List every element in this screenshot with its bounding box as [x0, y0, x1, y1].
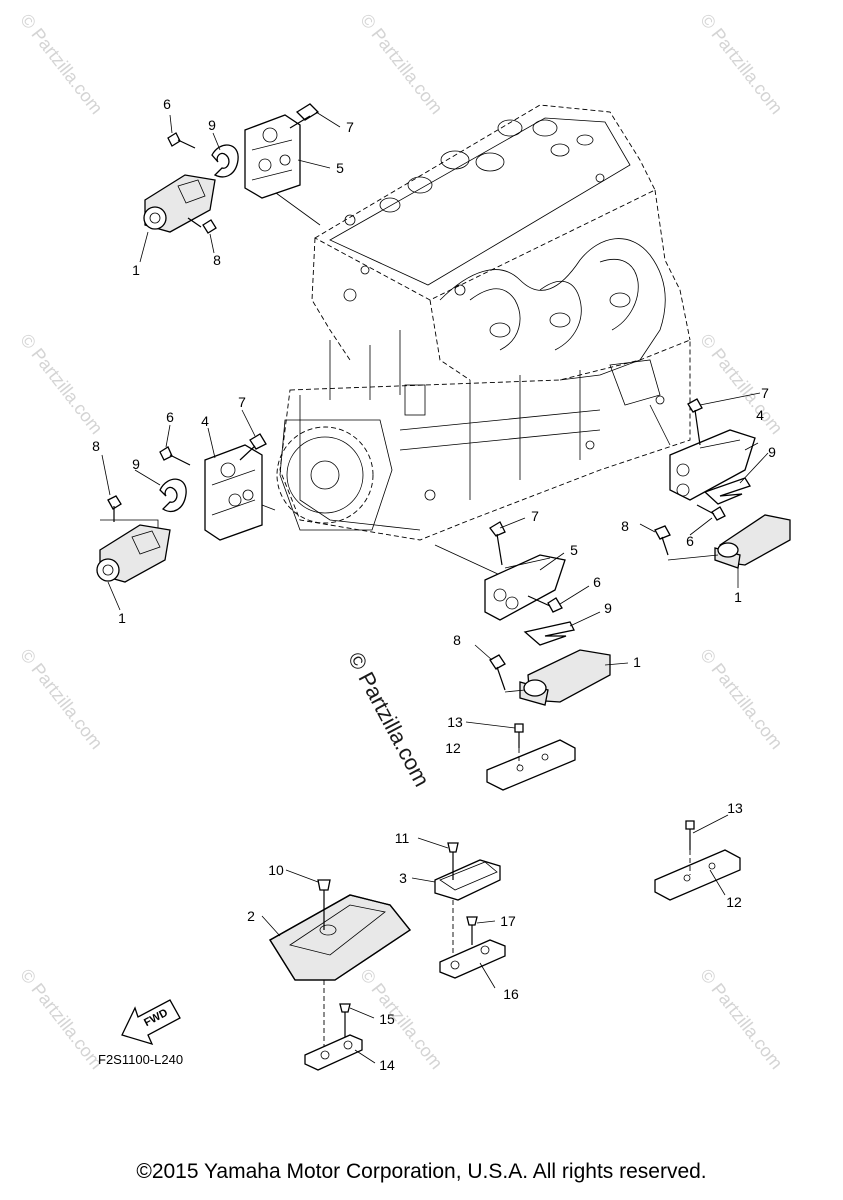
callout-14: 14 [379, 1057, 395, 1073]
fwd-arrow-icon [121, 999, 181, 1046]
callout-4: 4 [201, 413, 209, 429]
callout-13: 13 [447, 714, 463, 730]
callout-17: 17 [500, 913, 516, 929]
engine-block [261, 104, 691, 576]
callout-1: 1 [633, 654, 641, 670]
callout-7: 7 [531, 508, 539, 524]
copyright-notice: ©2015 Yamaha Motor Corporation, U.S.A. A… [136, 1160, 707, 1183]
callout-7: 7 [238, 394, 246, 410]
callout-6: 6 [163, 96, 171, 112]
callout-10: 10 [268, 862, 284, 878]
bracket-5-center [484, 554, 566, 621]
callout-5: 5 [336, 160, 344, 176]
callout-1: 1 [118, 610, 126, 626]
stopper-assembly [411, 837, 506, 989]
callout-9: 9 [768, 444, 776, 460]
bracket-4-right [669, 429, 756, 501]
bracket-4 [204, 444, 263, 541]
callout-2: 2 [247, 908, 255, 924]
callout-9: 9 [604, 600, 612, 616]
mount-assembly-upper-left [139, 103, 341, 263]
callout-13: 13 [727, 800, 743, 816]
bracket-5 [244, 114, 301, 199]
callout-11: 11 [394, 830, 410, 846]
callout-4: 4 [756, 407, 764, 423]
callout-12: 12 [445, 740, 461, 756]
callout-8: 8 [92, 438, 100, 454]
callout-6: 6 [166, 409, 174, 425]
callout-8: 8 [621, 518, 629, 534]
callout-1: 1 [734, 589, 742, 605]
rubber-mount-assembly [261, 869, 411, 1071]
callout-9: 9 [132, 456, 140, 472]
callout-1: 1 [132, 262, 140, 278]
callout-15: 15 [379, 1011, 395, 1027]
plate-assembly-right [654, 814, 741, 901]
callout-7: 7 [346, 119, 354, 135]
reference-code: F2S1100-L240 [98, 1052, 184, 1067]
callout-5: 5 [570, 542, 578, 558]
callout-6: 6 [686, 533, 694, 549]
mount-assembly-middle-left [96, 409, 267, 611]
callout-12: 12 [726, 894, 742, 910]
callout-3: 3 [399, 870, 407, 886]
callout-8: 8 [213, 252, 221, 268]
mount-assembly-right [639, 392, 791, 588]
callout-16: 16 [503, 986, 519, 1002]
callout-7: 7 [761, 385, 769, 401]
callout-9: 9 [208, 117, 216, 133]
callout-8: 8 [453, 632, 461, 648]
mount-assembly-center [474, 517, 629, 706]
plate-assembly-center [465, 721, 576, 791]
callout-6: 6 [593, 574, 601, 590]
